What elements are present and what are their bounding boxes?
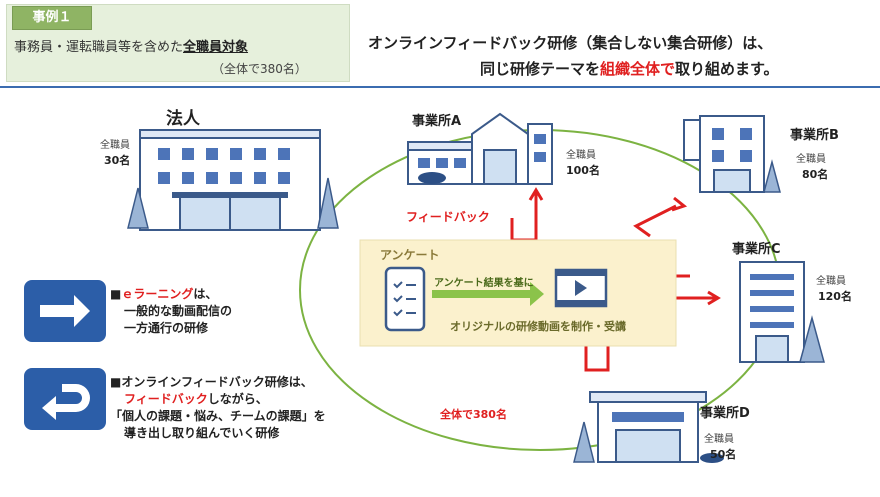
target-prefix: 事務員・運転職員等を含めた	[14, 40, 184, 55]
total-label: 全体で380名	[440, 408, 507, 421]
green-arrow	[432, 282, 544, 306]
arrowhead-c	[707, 290, 721, 306]
arrowhead-b	[671, 196, 688, 212]
feedback-line2: フィードバックしながら、	[110, 391, 326, 408]
headline-part-a: 同じ研修テーマを	[480, 60, 601, 78]
hq-building-icon	[127, 129, 339, 231]
headline-line1: オンラインフィードバック研修（集合しない集合研修）は、	[368, 34, 773, 52]
header-rule	[0, 86, 880, 88]
office-d-count: 50名	[710, 448, 737, 461]
arrowhead-a	[528, 187, 544, 201]
office-c-label: 事業所C	[732, 242, 781, 257]
target-line: 事務員・運転職員等を含めた全職員対象	[14, 36, 248, 55]
phone-survey-icon	[384, 266, 426, 332]
office-d-building-icon	[573, 391, 724, 463]
office-b-count: 80名	[802, 168, 829, 181]
office-b-label: 事業所B	[790, 128, 839, 143]
elearning-line1: ■ｅラーニングは、	[110, 286, 232, 303]
survey-label: アンケート	[380, 248, 440, 262]
target-emph: 全職員対象	[183, 40, 249, 55]
elearning-legend: ■ｅラーニングは、 一般的な動画配信の 一方通行の研修	[110, 286, 232, 337]
office-b-building-icon	[683, 115, 781, 193]
office-c-building-icon	[739, 261, 825, 363]
office-a-count: 100名	[566, 164, 600, 177]
video-icon	[554, 268, 608, 308]
office-a-building-icon	[407, 112, 553, 185]
case-badge: 事例１	[12, 6, 92, 30]
feedback-line3: 「個人の課題・悩み、チームの課題」を	[110, 409, 326, 423]
arrow-label: アンケート結果を基に	[434, 278, 534, 289]
office-d-staff-label: 全職員	[704, 434, 734, 445]
feedback-legend: ■オンラインフィードバック研修は、 フィードバックしながら、 「個人の課題・悩み…	[110, 374, 326, 442]
feedback-line1: ■オンラインフィードバック研修は、	[110, 375, 313, 389]
feedback-emph: フィードバック	[124, 392, 208, 406]
return-arrow-icon	[24, 368, 106, 430]
office-d-label: 事業所D	[700, 406, 750, 421]
video-label: オリジナルの研修動画を制作・受講	[450, 320, 626, 333]
arrow-to-office-b	[633, 204, 677, 238]
hq-count: 30名	[104, 154, 131, 167]
diagram-canvas	[24, 112, 825, 463]
target-total: （全体で380名）	[212, 62, 307, 76]
headline-emph: 組織全体で	[600, 60, 676, 78]
office-a-label: 事業所A	[412, 114, 462, 129]
arrow-to-office-a	[510, 192, 538, 242]
elearning-l1-tail: は、	[193, 287, 218, 301]
feedback-line4: 導き出し取り組んでいく研修	[124, 426, 280, 440]
hq-label: 法人	[166, 109, 200, 129]
elearning-marker: ■	[110, 287, 122, 301]
office-c-count: 120名	[818, 290, 852, 303]
feedback-label: フィードバック	[406, 210, 490, 224]
headline-line2: 同じ研修テーマを組織全体で取り組めます。	[480, 58, 779, 79]
elearning-line2: 一般的な動画配信の	[124, 304, 233, 318]
office-a-staff-label: 全職員	[566, 150, 596, 161]
arrow-to-office-d	[584, 330, 610, 372]
hq-staff-label: 全職員	[100, 140, 130, 151]
one-way-arrow-icon	[24, 280, 106, 342]
feedback-l2-tail: しながら、	[207, 392, 268, 406]
headline-part-b: 取り組めます。	[675, 60, 779, 78]
elearning-line3: 一方通行の研修	[124, 321, 209, 335]
office-c-staff-label: 全職員	[816, 276, 846, 287]
office-b-staff-label: 全職員	[796, 154, 826, 165]
elearning-emph: ｅラーニング	[121, 287, 194, 301]
